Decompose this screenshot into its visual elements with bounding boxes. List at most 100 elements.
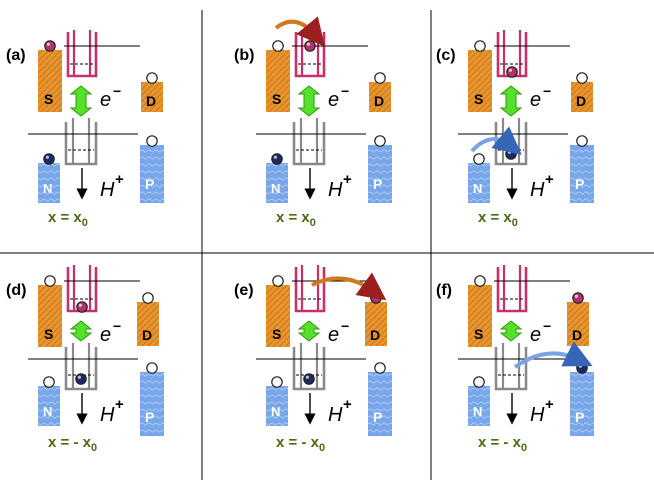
drain-site-dot bbox=[572, 292, 584, 304]
well-proton-dot bbox=[505, 148, 517, 160]
p-electrode bbox=[570, 145, 594, 203]
drain-site-dot bbox=[142, 292, 154, 304]
source-site-dot bbox=[474, 40, 486, 52]
n-label: N bbox=[271, 404, 280, 419]
proton-hop-arrow-icon bbox=[470, 126, 522, 155]
panel-label: (f) bbox=[436, 282, 452, 299]
position-label: x = x0 bbox=[48, 209, 88, 229]
electron-charge: − bbox=[543, 318, 551, 334]
drain-label: D bbox=[576, 93, 586, 109]
position-subscript: 0 bbox=[91, 442, 97, 454]
p-label: P bbox=[373, 176, 382, 192]
p-electrode bbox=[570, 372, 594, 436]
p-label: P bbox=[145, 176, 154, 192]
n-site-dot bbox=[271, 153, 283, 165]
n-label: N bbox=[43, 181, 52, 196]
n-label: N bbox=[473, 404, 482, 419]
well-electron-dot-shine bbox=[78, 303, 82, 307]
drain-site-dot bbox=[146, 72, 158, 84]
position-subscript: 0 bbox=[512, 217, 518, 229]
well-proton-dot-shine bbox=[507, 150, 511, 154]
panel-label: (b) bbox=[234, 47, 254, 64]
exchange-arrow-icon bbox=[69, 85, 93, 117]
drain-electrode bbox=[365, 302, 387, 346]
well-proton-dot bbox=[75, 373, 87, 385]
n-electrode bbox=[468, 163, 490, 203]
proton-well bbox=[292, 347, 326, 391]
drain-label: D bbox=[370, 327, 380, 343]
source-electrode bbox=[266, 50, 290, 112]
well-electron-dot-shine bbox=[508, 68, 512, 72]
position-label: x = - x0 bbox=[276, 434, 325, 454]
well-electron-dot bbox=[76, 301, 88, 313]
position-subscript: 0 bbox=[319, 442, 325, 454]
source-label: S bbox=[44, 91, 53, 107]
proton-charge: + bbox=[545, 171, 554, 188]
n-electrode bbox=[266, 163, 288, 203]
electron-charge: − bbox=[113, 83, 121, 99]
electron-charge: − bbox=[113, 318, 121, 334]
proton-charge: + bbox=[343, 171, 352, 188]
position-label: x = - x0 bbox=[478, 434, 527, 454]
n-site-dot bbox=[473, 376, 485, 388]
proton-symbol: H bbox=[100, 404, 115, 426]
drain-site-dot bbox=[576, 72, 588, 84]
electron-well bbox=[294, 32, 326, 78]
well-electron-dot bbox=[304, 40, 316, 52]
n-site-dot bbox=[473, 153, 485, 165]
drain-electrode bbox=[137, 302, 159, 346]
well-proton-dot bbox=[303, 373, 315, 385]
n-site-dot bbox=[43, 153, 55, 165]
panel-label: (e) bbox=[234, 282, 254, 299]
p-site-dot bbox=[374, 135, 386, 147]
proton-well bbox=[494, 347, 528, 391]
electron-symbol: e bbox=[100, 324, 111, 346]
exchange-arrow-icon bbox=[499, 85, 523, 117]
position-label: x = x0 bbox=[276, 209, 316, 229]
source-site-dot bbox=[272, 40, 284, 52]
proton-charge: + bbox=[115, 171, 124, 188]
p-label: P bbox=[145, 409, 154, 425]
position-label: x = x0 bbox=[478, 209, 518, 229]
drain-electrode bbox=[369, 82, 391, 112]
n-electrode bbox=[38, 163, 60, 203]
source-site-dot-shine bbox=[46, 42, 51, 46]
p-site-dot bbox=[374, 362, 386, 374]
p-label: P bbox=[575, 409, 584, 425]
position-subscript: 0 bbox=[521, 442, 527, 454]
p-site-dot-shine bbox=[578, 364, 582, 368]
proton-symbol: H bbox=[328, 404, 343, 426]
electron-symbol: e bbox=[100, 89, 111, 111]
n-site-dot bbox=[43, 376, 55, 388]
source-electrode bbox=[468, 50, 492, 112]
proton-well bbox=[64, 122, 98, 166]
n-site-dot bbox=[271, 376, 283, 388]
exchange-arrow-icon bbox=[499, 320, 523, 342]
proton-well bbox=[64, 347, 98, 391]
source-label: S bbox=[272, 91, 281, 107]
source-label: S bbox=[44, 326, 53, 342]
panel-label: (d) bbox=[6, 282, 26, 299]
proton-hop-arrow-icon bbox=[513, 341, 593, 369]
well-electron-dot-shine bbox=[306, 42, 310, 46]
drain-electrode bbox=[567, 302, 589, 346]
drain-label: D bbox=[374, 93, 384, 109]
proton-charge: + bbox=[115, 396, 124, 413]
proton-symbol: H bbox=[530, 404, 545, 426]
electron-well bbox=[496, 267, 528, 313]
exchange-arrow-icon bbox=[297, 320, 321, 342]
n-electrode bbox=[38, 386, 60, 426]
electron-well bbox=[66, 32, 98, 78]
proton-well bbox=[292, 122, 326, 166]
well-electron-dot bbox=[506, 66, 518, 78]
exchange-arrow-icon bbox=[69, 320, 93, 342]
p-electrode bbox=[368, 145, 392, 203]
proton-charge: + bbox=[343, 396, 352, 413]
p-label: P bbox=[373, 409, 382, 425]
